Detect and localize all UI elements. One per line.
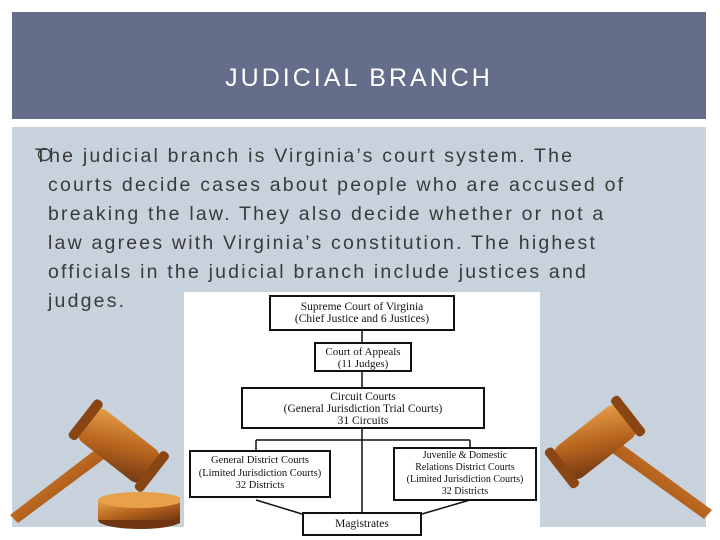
court-of-appeals-box: Court of Appeals (11 Judges) bbox=[314, 342, 412, 372]
bullet-line: judges. bbox=[48, 290, 127, 312]
box-line: (Chief Justice and 6 Justices) bbox=[294, 313, 430, 325]
supreme-court-box: Supreme Court of Virginia (Chief Justice… bbox=[269, 295, 455, 331]
title-bar: JUDICIAL BRANCH bbox=[12, 12, 706, 119]
gavel-right-icon bbox=[544, 395, 712, 519]
court-org-chart: Supreme Court of Virginia (Chief Justice… bbox=[184, 292, 540, 540]
box-line: General District Courts bbox=[211, 455, 309, 466]
bullet-paragraph: The judicial branch is Virginia’s court … bbox=[35, 142, 688, 316]
bullet-line: officials in the judicial branch include… bbox=[48, 261, 589, 283]
box-line: Circuit Courts bbox=[330, 391, 396, 403]
bullet-circle-icon bbox=[37, 147, 52, 162]
box-line: Juvenile & Domestic bbox=[422, 450, 508, 461]
bullet-line: law agrees with Virginia’s constitution.… bbox=[48, 232, 598, 254]
box-line: Supreme Court of Virginia bbox=[300, 301, 424, 313]
slide-title: JUDICIAL BRANCH bbox=[225, 64, 493, 92]
bullet-line: The judicial branch is Virginia’s court … bbox=[35, 145, 575, 167]
general-district-courts-box: General District Courts (Limited Jurisdi… bbox=[189, 450, 331, 498]
box-line: (Limited Jurisdiction Courts) bbox=[198, 467, 322, 479]
box-line: Magistrates bbox=[335, 518, 389, 530]
box-line: Court of Appeals bbox=[325, 346, 401, 358]
box-line: (General Jurisdiction Trial Courts) bbox=[283, 403, 443, 415]
box-line: Relations District Courts bbox=[415, 462, 515, 473]
box-line: (Limited Jurisdiction Courts) bbox=[406, 474, 524, 485]
bullet-line: courts decide cases about people who are… bbox=[48, 174, 626, 196]
box-line: 32 Districts bbox=[441, 486, 489, 497]
juvenile-domestic-courts-box: Juvenile & Domestic Relations District C… bbox=[393, 447, 537, 501]
box-line: (11 Judges) bbox=[337, 358, 389, 370]
magistrates-box: Magistrates bbox=[302, 512, 422, 536]
circuit-courts-box: Circuit Courts (General Jurisdiction Tri… bbox=[241, 387, 485, 429]
org-chart-connectors bbox=[255, 330, 471, 515]
gavel-left-icon bbox=[10, 399, 180, 529]
bullet-line: breaking the law. They also decide wheth… bbox=[48, 203, 606, 225]
box-line: 31 Circuits bbox=[337, 415, 389, 427]
box-line: 32 Districts bbox=[235, 480, 285, 491]
